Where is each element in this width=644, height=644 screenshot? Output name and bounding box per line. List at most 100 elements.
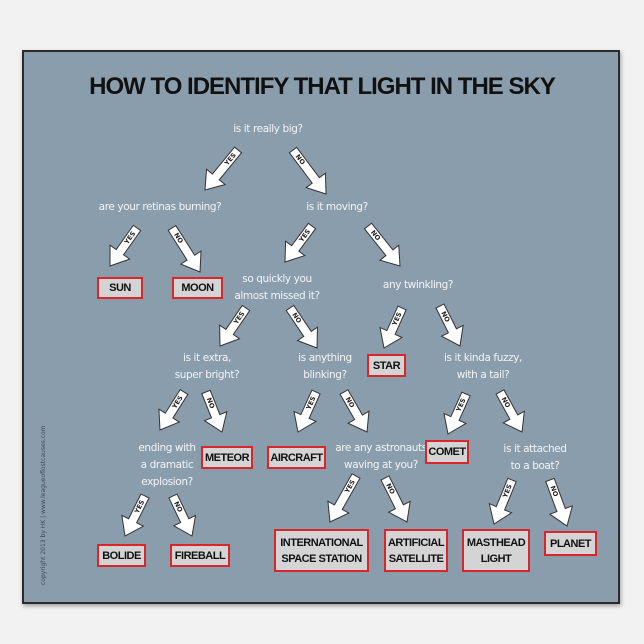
arrow-shape bbox=[121, 493, 150, 537]
arrow-no-boat: NO bbox=[545, 477, 574, 527]
question-line: ending with bbox=[138, 442, 196, 454]
no-label: NO bbox=[549, 485, 560, 499]
answer-label: SUN bbox=[109, 282, 131, 294]
arrow-yes-extra-bright: YES bbox=[158, 388, 189, 431]
question-line: a dramatic bbox=[140, 459, 194, 471]
arrow-shape bbox=[495, 389, 525, 433]
arrow-shape bbox=[219, 304, 251, 347]
answer-label: MASTHEAD bbox=[466, 536, 526, 549]
arrow-shape bbox=[327, 473, 361, 523]
answer-label: AIRCRAFT bbox=[270, 451, 323, 464]
question-explosion: ending with a dramatic explosion? bbox=[102, 440, 232, 491]
answer-label: MOON bbox=[181, 282, 214, 294]
question-line: so quickly you bbox=[242, 273, 312, 285]
poster-title: HOW TO IDENTIFY THAT LIGHT IN THE SKY bbox=[89, 73, 556, 100]
answer-meteor: METEOR bbox=[201, 446, 253, 469]
arrow-no-blinking: NO bbox=[339, 389, 370, 433]
arrow-no-moving: NO bbox=[363, 222, 401, 267]
question-line: with a tail? bbox=[456, 369, 510, 381]
question-twinkling: any twinkling? bbox=[353, 277, 483, 294]
answer-label: STAR bbox=[372, 359, 401, 372]
answer-comet: COMET bbox=[425, 440, 469, 464]
answer-star: STAR bbox=[367, 354, 406, 377]
question-moving: is it moving? bbox=[272, 199, 402, 216]
question-line: is it extra, bbox=[183, 352, 231, 364]
arrow-shape bbox=[201, 389, 228, 433]
answer-label: COMET bbox=[428, 446, 466, 458]
answer-label: BOLIDE bbox=[102, 549, 141, 562]
arrow-yes-boat: YES bbox=[488, 477, 517, 525]
answer-sun: SUN bbox=[97, 277, 143, 299]
answer-fireball: FIREBALL bbox=[170, 544, 230, 567]
answer-international-space-station: INTERNATIONAL SPACE STATION bbox=[274, 529, 369, 572]
question-line: any twinkling? bbox=[382, 279, 454, 291]
arrow-shape bbox=[488, 477, 517, 525]
arrow-shape bbox=[293, 389, 321, 433]
answer-planet: PLANET bbox=[544, 531, 597, 556]
answer-label: LIGHT bbox=[480, 552, 512, 565]
arrow-shape bbox=[379, 305, 407, 349]
answer-masthead-light: MASTHEAD LIGHT bbox=[462, 529, 530, 572]
question-extra-bright: is it extra, super bright? bbox=[142, 350, 272, 384]
arrow-shape bbox=[285, 304, 318, 349]
arrow-shape bbox=[168, 493, 197, 537]
answer-label: INTERNATIONAL bbox=[280, 536, 363, 549]
question-line: is it really big? bbox=[233, 123, 303, 135]
arrow-no-twinkling: NO bbox=[435, 303, 464, 347]
question-line: super bright? bbox=[174, 369, 240, 381]
arrow-yes-twinkling: YES bbox=[379, 305, 407, 349]
arrow-no-really-big: NO bbox=[288, 146, 327, 195]
answer-label: SATELLITE bbox=[388, 552, 444, 565]
arrow-yes-quickly: YES bbox=[219, 304, 251, 347]
answer-artificial-satellite: ARTIFICIAL SATELLITE bbox=[384, 529, 448, 572]
question-line: is anything bbox=[298, 352, 352, 364]
answer-label: SPACE STATION bbox=[281, 552, 362, 565]
no-label: NO bbox=[205, 397, 217, 411]
answer-moon: MOON bbox=[172, 277, 223, 299]
arrow-shape bbox=[284, 222, 317, 263]
arrow-yes-really-big: YES bbox=[204, 146, 243, 191]
arrow-no-astronauts: NO bbox=[380, 475, 411, 523]
arrow-no-retinas: NO bbox=[167, 224, 202, 273]
question-line: waving at you? bbox=[344, 459, 418, 471]
arrow-no-fuzzy: NO bbox=[495, 389, 525, 433]
answer-label: METEOR bbox=[204, 451, 250, 464]
question-line: almost missed it? bbox=[234, 290, 320, 302]
answer-label: ARTIFICIAL bbox=[387, 536, 445, 549]
question-line: explosion? bbox=[141, 476, 193, 488]
arrow-yes-retinas: YES bbox=[109, 224, 142, 267]
arrow-shape bbox=[545, 477, 574, 527]
question-quickly: so quickly you almost missed it? bbox=[212, 271, 342, 305]
answer-aircraft: AIRCRAFT bbox=[267, 446, 326, 469]
arrow-shape bbox=[167, 224, 202, 273]
question-line: are your retinas burning? bbox=[98, 201, 222, 213]
poster-board bbox=[22, 50, 620, 604]
arrow-shape bbox=[339, 389, 370, 433]
arrow-no-quickly: NO bbox=[285, 304, 318, 349]
question-line: to a boat? bbox=[510, 460, 560, 472]
arrow-yes-moving: YES bbox=[284, 222, 317, 263]
arrow-yes-blinking: YES bbox=[293, 389, 321, 433]
question-line: is it attached bbox=[503, 443, 567, 455]
arrow-no-extra-bright: NO bbox=[201, 389, 228, 433]
answer-bolide: BOLIDE bbox=[97, 544, 146, 567]
arrow-shape bbox=[158, 388, 189, 431]
question-really-big: is it really big? bbox=[203, 121, 333, 138]
arrow-shape bbox=[443, 391, 471, 435]
question-line: is it moving? bbox=[306, 201, 368, 213]
arrow-no-explosion: NO bbox=[168, 493, 197, 537]
question-line: is it kinda fuzzy, bbox=[444, 352, 522, 364]
question-retinas: are your retinas burning? bbox=[85, 199, 235, 216]
arrow-shape bbox=[380, 475, 411, 523]
arrow-shape bbox=[204, 146, 243, 191]
question-fuzzy: is it kinda fuzzy, with a tail? bbox=[418, 350, 548, 384]
answer-label: PLANET bbox=[550, 537, 592, 550]
question-boat: is it attached to a boat? bbox=[470, 441, 600, 475]
arrow-shape bbox=[363, 222, 401, 267]
arrow-yes-explosion: YES bbox=[121, 493, 150, 537]
answer-label: FIREBALL bbox=[174, 549, 226, 562]
arrow-shape bbox=[109, 224, 142, 267]
